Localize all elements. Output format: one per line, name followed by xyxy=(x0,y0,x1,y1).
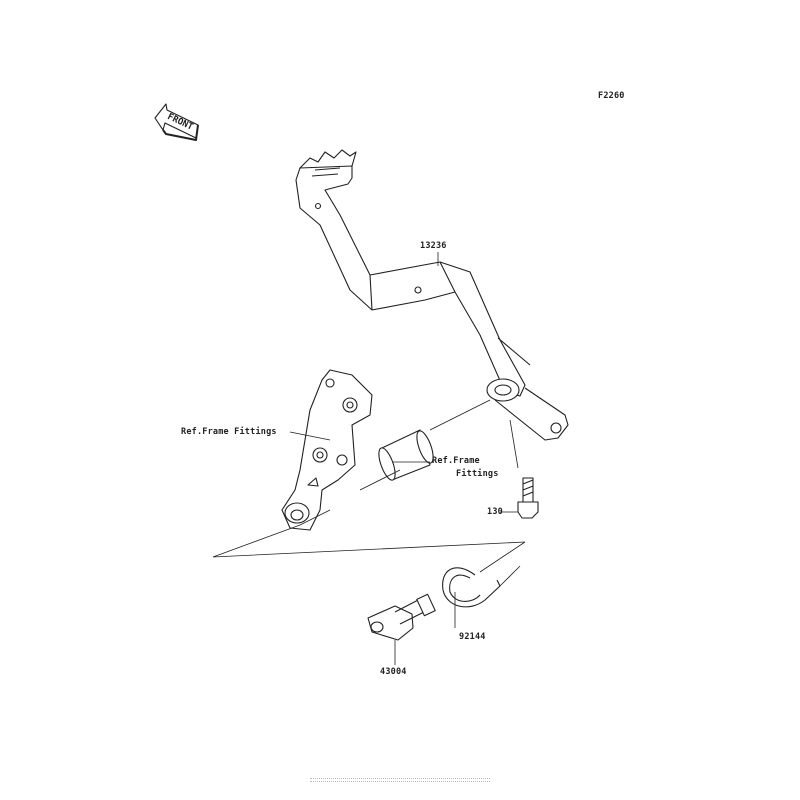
part-number-92144[interactable]: 92144 xyxy=(459,632,486,642)
footer-fine-print xyxy=(310,778,490,782)
diagram-code: F2260 xyxy=(598,91,625,101)
frame-bracket-part xyxy=(281,369,373,531)
ref-frame-fittings-right-2: Fittings xyxy=(456,469,499,479)
brake-pedal-part xyxy=(295,149,569,441)
front-arrow-icon: FRONT xyxy=(154,103,199,141)
part-number-13236[interactable]: 13236 xyxy=(420,241,447,251)
part-number-130[interactable]: 130 xyxy=(487,507,503,517)
leader-lines xyxy=(212,252,526,665)
pivot-shaft-part xyxy=(367,593,436,641)
return-spring-part xyxy=(442,567,501,608)
part-number-43004[interactable]: 43004 xyxy=(380,667,407,677)
bolt-part xyxy=(517,477,539,519)
ref-frame-fittings-left: Ref.Frame Fittings xyxy=(181,427,277,437)
bushing-part xyxy=(378,429,434,481)
ref-frame-fittings-right-1: Ref.Frame xyxy=(432,456,480,466)
